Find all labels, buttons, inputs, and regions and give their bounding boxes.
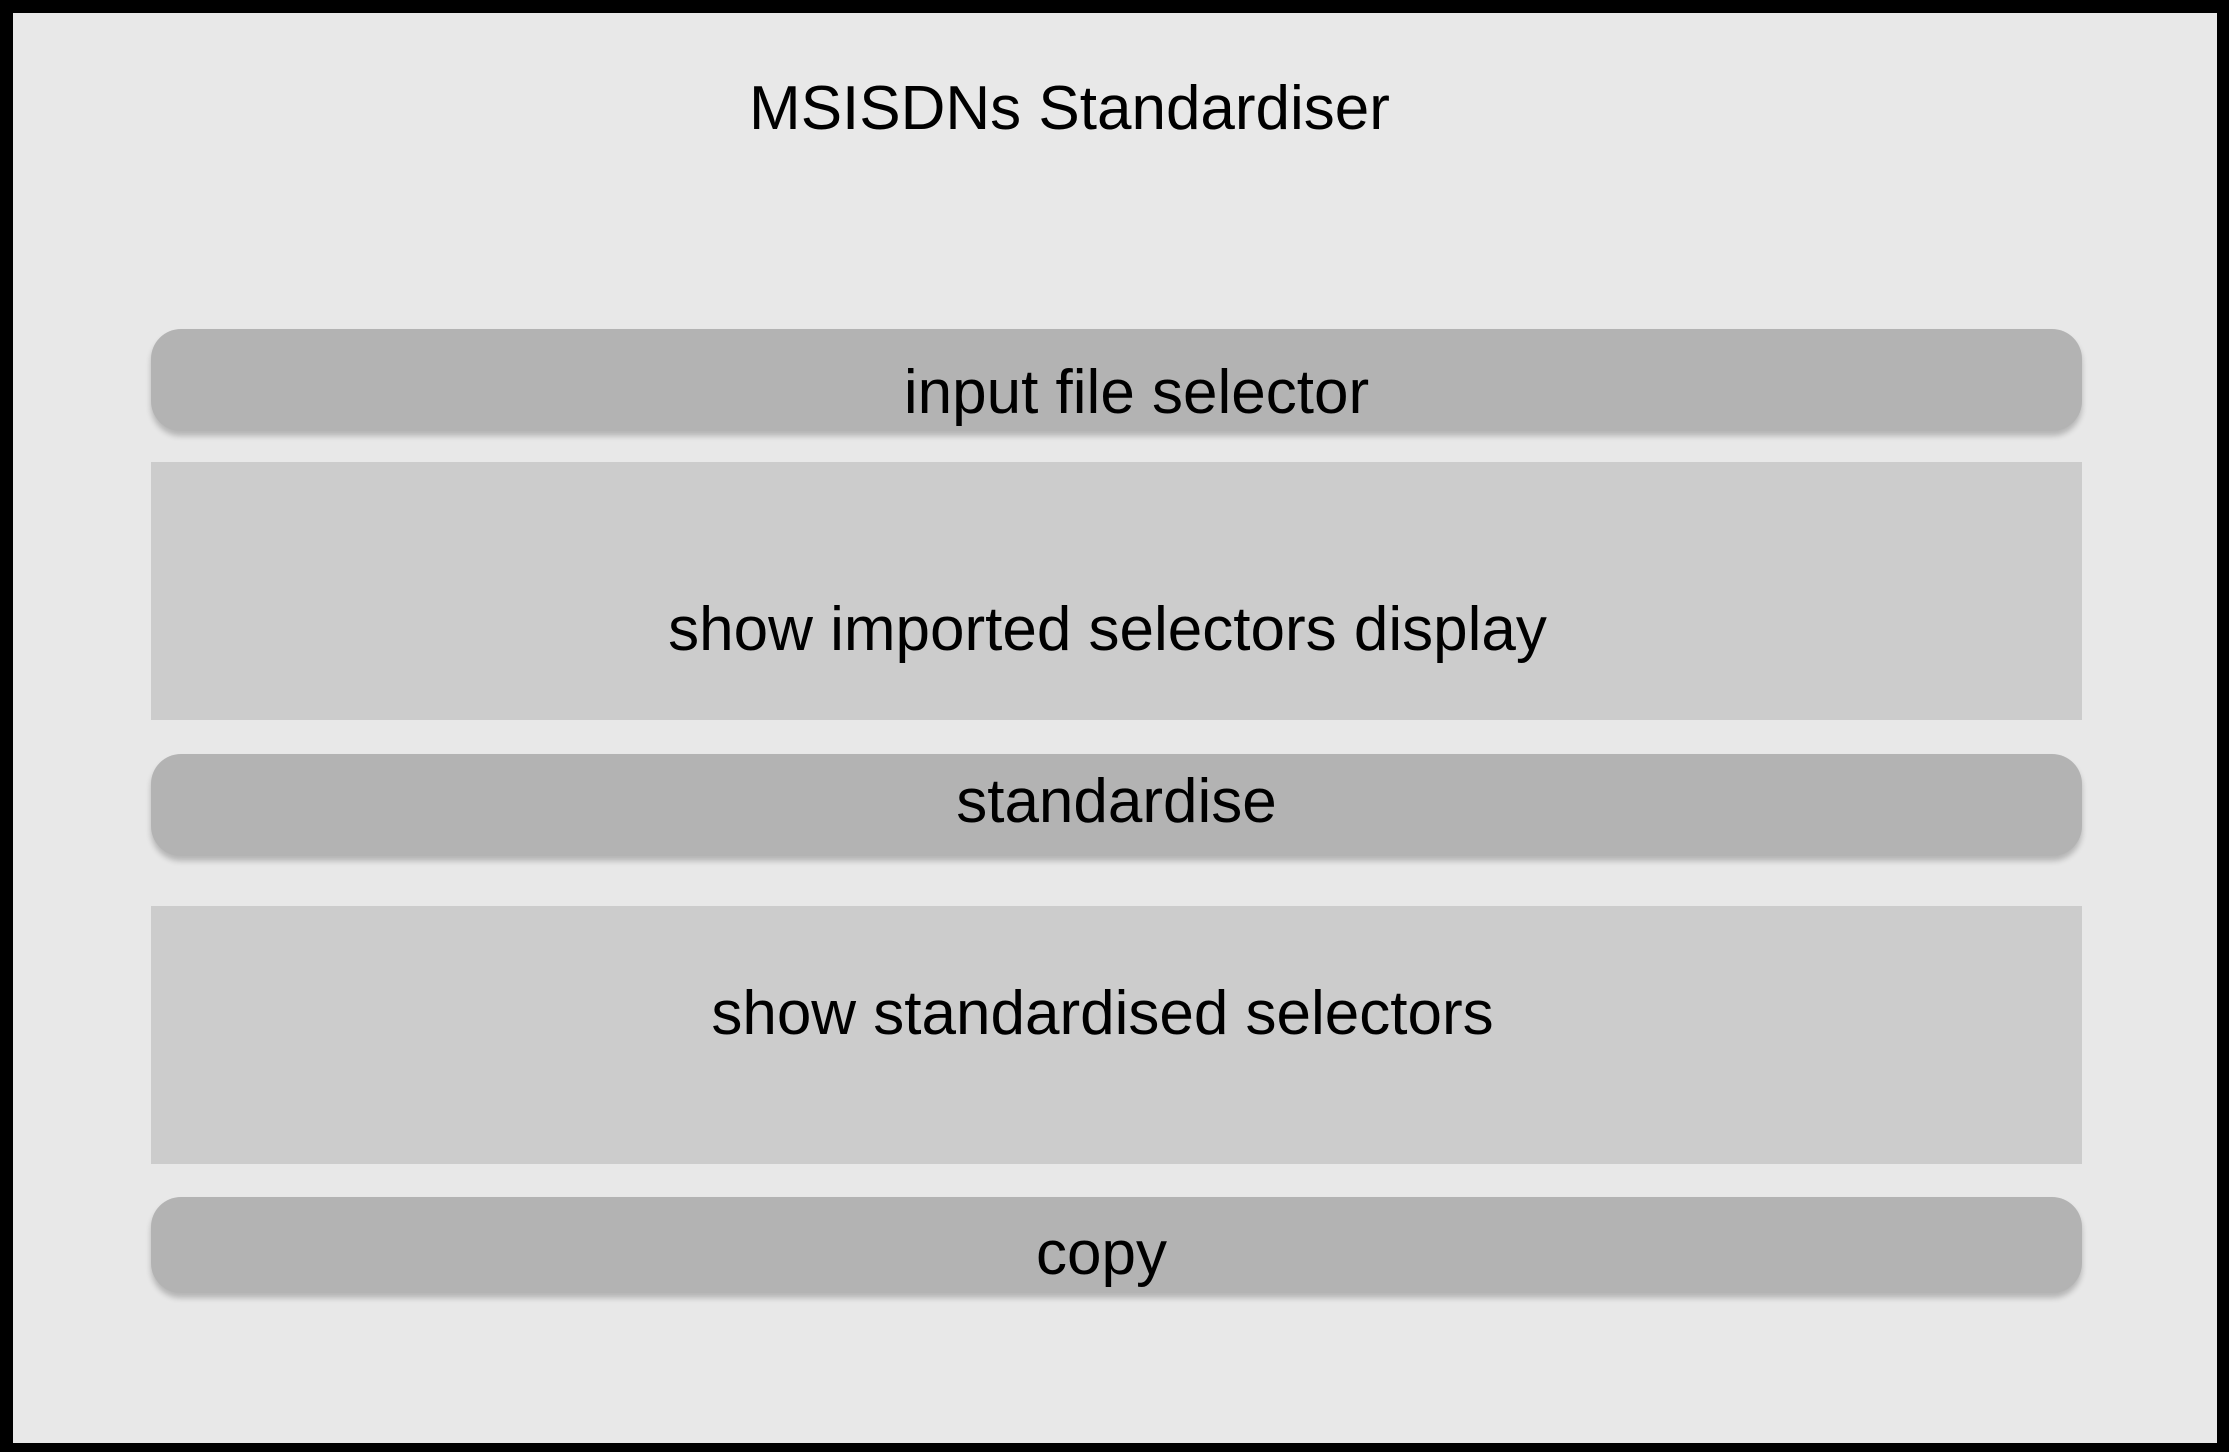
imported-selectors-display[interactable]: show imported selectors display [151, 462, 2082, 720]
copy-button[interactable]: copy [151, 1197, 2082, 1293]
app-window: MSISDNs Standardiser input file selector… [13, 13, 2217, 1443]
standardise-button[interactable]: standardise [151, 754, 2082, 856]
imported-selectors-label: show imported selectors display [668, 595, 1547, 664]
standardised-selectors-label: show standardised selectors [711, 979, 1494, 1048]
standardised-selectors-display[interactable]: show standardised selectors [151, 906, 2082, 1164]
page-title: MSISDNs Standardiser [749, 74, 1390, 143]
input-file-selector-button[interactable]: input file selector [151, 329, 2082, 431]
